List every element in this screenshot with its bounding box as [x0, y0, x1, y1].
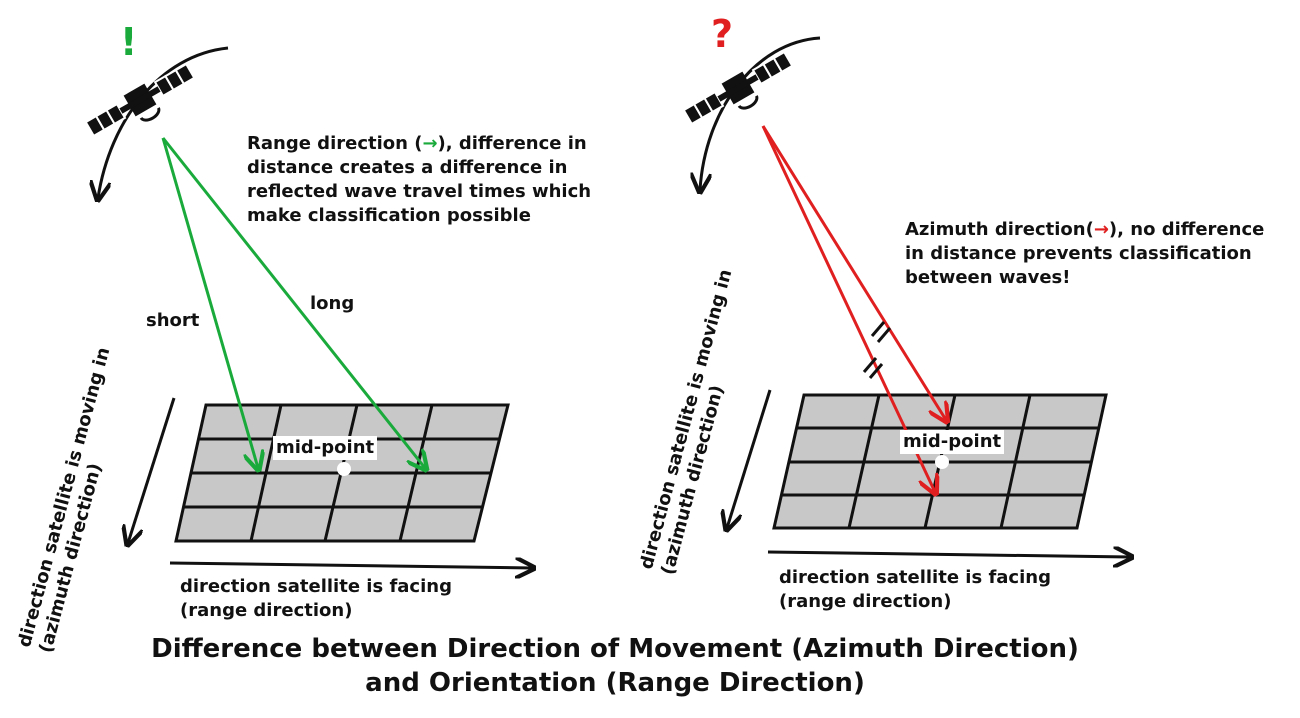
right-orbit-arc — [700, 36, 821, 190]
long-label: long — [310, 293, 355, 314]
right-range-arrow — [767, 552, 1130, 557]
left-mid-point-label: mid-point — [273, 436, 378, 460]
left-range-label: direction satellite is facing (range dir… — [180, 575, 452, 623]
right-range-line: (range direction) — [779, 591, 952, 612]
right-caption: Azimuth direction(→), no difference in d… — [905, 218, 1264, 290]
right-range-label: direction satellite is facing (range dir… — [779, 566, 1051, 614]
left-azimuth-arrow — [128, 397, 176, 543]
short-label: short — [146, 310, 200, 331]
left-caption-line: make classification possible — [247, 205, 531, 226]
left-caption: Range direction (→), difference in dista… — [247, 132, 591, 228]
red-arrow-glyph: → — [1093, 219, 1109, 240]
right-mid-point-dot — [935, 455, 949, 469]
left-caption-line: reflected wave travel times which — [247, 181, 592, 202]
diagram-title: Difference between Direction of Movement… — [0, 632, 1230, 700]
right-range-line: direction satellite is facing — [779, 567, 1051, 588]
left-exclamation-mark: ! — [120, 20, 138, 64]
green-arrow-glyph: → — [422, 133, 438, 154]
title-line: and Orientation (Range Direction) — [365, 668, 865, 698]
right-caption-line: between waves! — [905, 267, 1071, 288]
right-question-mark: ? — [711, 12, 734, 56]
left-range-arrow — [169, 563, 532, 568]
left-satellite-icon — [84, 62, 196, 138]
left-mid-point-dot — [337, 462, 351, 476]
right-caption-line: in distance prevents classification — [905, 243, 1252, 264]
right-caption-line: Azimuth direction(→), no difference — [905, 219, 1265, 240]
equal-length-tick-marks — [862, 321, 892, 379]
left-range-line: direction satellite is facing — [180, 576, 452, 597]
right-mid-point-label: mid-point — [900, 430, 1005, 454]
title-line: Difference between Direction of Movement… — [151, 634, 1079, 664]
left-range-line: (range direction) — [180, 600, 353, 621]
left-short-ray — [161, 137, 258, 468]
left-caption-line: Range direction (→), difference in — [247, 133, 587, 154]
right-ray-upper — [761, 125, 946, 420]
right-satellite-icon — [682, 50, 794, 126]
left-caption-line: distance creates a difference in — [247, 157, 568, 178]
right-azimuth-arrow — [727, 389, 772, 528]
left-long-ray — [161, 137, 425, 468]
